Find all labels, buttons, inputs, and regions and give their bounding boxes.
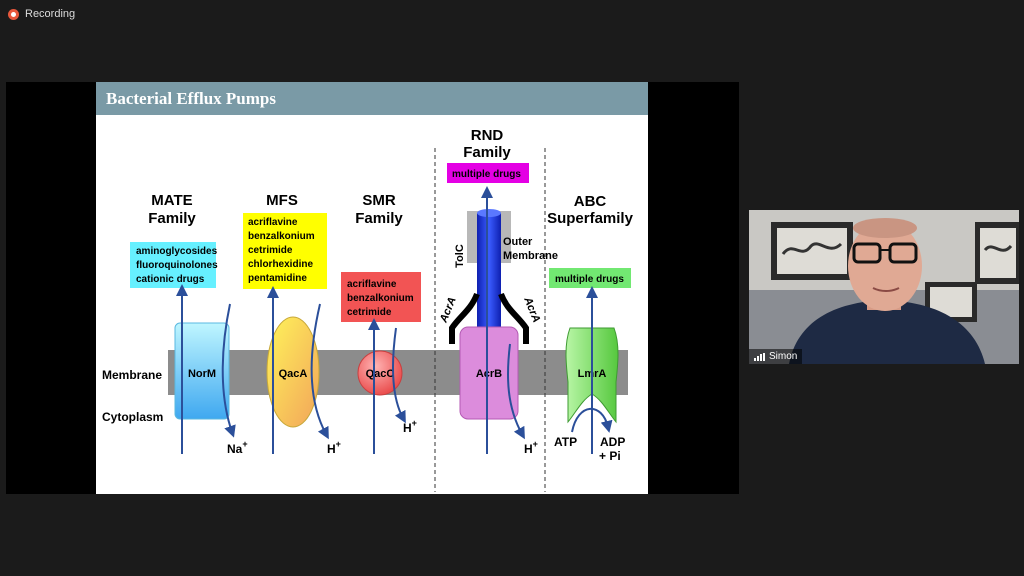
- abc-drugs-box: [549, 268, 631, 288]
- smr-drug: benzalkonium: [347, 293, 414, 304]
- acra-bracket-right: [498, 292, 529, 344]
- tolc-label: TolC: [454, 244, 466, 268]
- rnd-drugs-box: [447, 163, 529, 183]
- qacc-protein: [357, 350, 403, 396]
- abc-drug: multiple drugs: [555, 274, 624, 285]
- ion-influx-arrow: [391, 327, 406, 424]
- smr-ion-label: H+: [403, 418, 417, 435]
- presentation-slide: Bacterial Efflux Pumps: [96, 82, 648, 494]
- outer-membrane-label: Outer: [503, 236, 533, 248]
- acra-bracket-left: [449, 292, 480, 344]
- efflux-diagram: Membrane Cytoplasm MATE Family aminoglyc…: [102, 127, 634, 492]
- abc-family-title: ABC: [574, 193, 607, 210]
- adp-label: ADP: [600, 435, 625, 449]
- tolc-channel: [477, 213, 501, 327]
- qaca-label: QacA: [279, 368, 308, 380]
- pi-label: + Pi: [599, 449, 621, 463]
- atp-label: ATP: [554, 435, 577, 449]
- rnd-ion-label: H+: [524, 439, 538, 456]
- participant-video[interactable]: Simon: [749, 210, 1019, 364]
- recording-indicator[interactable]: Recording: [8, 8, 75, 20]
- smr-drug: acriflavine: [347, 279, 397, 290]
- membrane-label: Membrane: [102, 368, 162, 382]
- tolc-top: [477, 209, 501, 217]
- ion-influx-arrow: [310, 303, 329, 440]
- mate-drugs-box: [130, 242, 216, 288]
- mate-ion-label: Na+: [227, 439, 248, 456]
- glasses: [852, 242, 882, 264]
- acrb-protein: [459, 326, 519, 420]
- rnd-drug: multiple drugs: [452, 169, 521, 180]
- mfs-drug: cetrimide: [248, 245, 293, 256]
- acra-label-right: AcrA: [521, 295, 542, 325]
- norm-protein: [174, 322, 230, 420]
- atp-hydrolysis-arrow: [571, 407, 613, 433]
- rnd-family-title: RND: [471, 127, 504, 144]
- smr-family-title: SMR: [362, 192, 396, 209]
- ion-influx-arrow: [506, 343, 525, 440]
- mfs-drugs-box: [243, 213, 327, 289]
- mate-drug: aminoglycosides: [136, 246, 218, 257]
- participant-name-tag: Simon: [749, 349, 803, 364]
- record-icon: [8, 8, 19, 20]
- mfs-drug: pentamidine: [248, 273, 307, 284]
- mfs-family-title: MFS: [266, 192, 298, 209]
- mfs-drug: chlorhexidine: [248, 259, 313, 270]
- person-shirt: [789, 300, 985, 364]
- abc-family-subtitle: Superfamily: [547, 210, 634, 227]
- mate-drug: cationic drugs: [136, 274, 205, 285]
- signal-strength-icon: [754, 352, 765, 361]
- mate-family-subtitle: Family: [148, 210, 196, 227]
- mfs-drug: acriflavine: [248, 217, 298, 228]
- outer-membrane-label: Membrane: [503, 250, 558, 262]
- ion-influx-arrow: [221, 303, 236, 438]
- participant-video-feed: [749, 210, 1019, 364]
- mate-drug: fluoroquinolones: [136, 260, 218, 271]
- mate-family-title: MATE: [151, 192, 192, 209]
- recording-label: Recording: [25, 8, 76, 20]
- mfs-ion-label: H+: [327, 439, 341, 456]
- participant-name: Simon: [769, 351, 798, 362]
- mfs-drug: benzalkonium: [248, 231, 315, 242]
- acrb-label: AcrB: [476, 368, 502, 380]
- slide-title: Bacterial Efflux Pumps: [96, 82, 648, 115]
- smr-family-subtitle: Family: [355, 210, 403, 227]
- qacc-label: QacC: [366, 368, 395, 380]
- qaca-protein: [266, 316, 320, 428]
- rnd-family-subtitle: Family: [463, 144, 511, 161]
- smr-drugs-box: [341, 272, 421, 322]
- cytoplasm-label: Cytoplasm: [102, 410, 163, 424]
- norm-label: NorM: [188, 368, 216, 380]
- smr-drug: cetrimide: [347, 307, 392, 318]
